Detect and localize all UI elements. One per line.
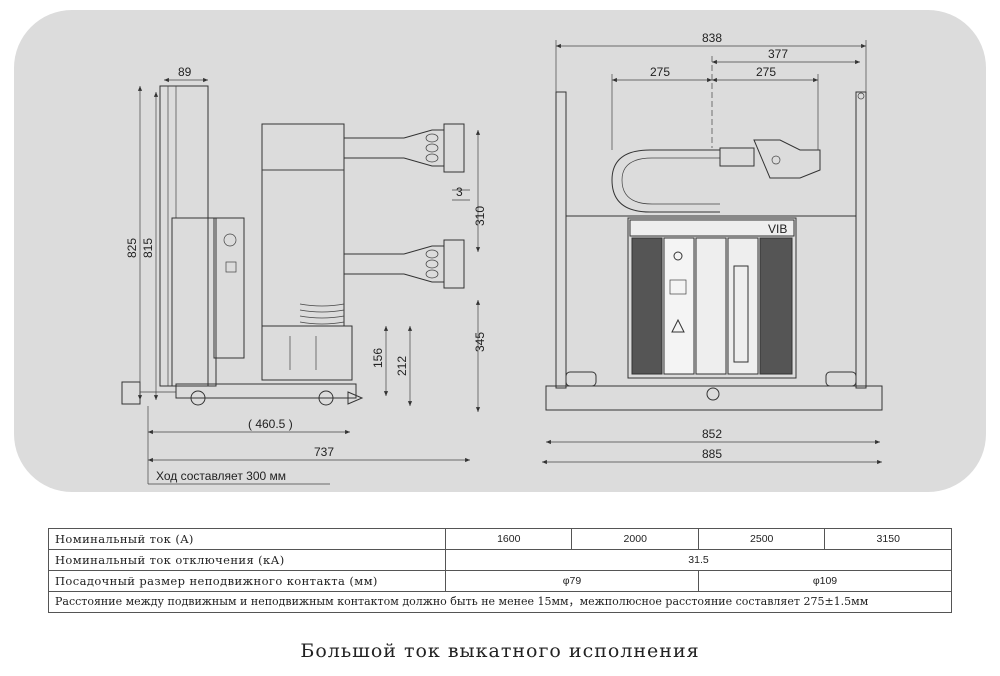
dim-737: 737 <box>314 445 334 459</box>
cell-value: φ79 <box>445 570 699 592</box>
dim-310: 310 <box>473 206 487 226</box>
cell-value: 1600 <box>444 528 573 550</box>
lower-contact-arm <box>344 239 465 289</box>
dim-212: 212 <box>395 356 409 376</box>
dim-377: 377 <box>768 47 788 61</box>
technical-drawing: 89 825 815 3 310 156 212 345 ( 460.5 ) 7… <box>121 31 883 485</box>
dim-825: 825 <box>125 238 139 258</box>
mechanism-box <box>261 325 353 381</box>
dim-838: 838 <box>702 31 722 45</box>
dim-3: 3 <box>456 185 463 199</box>
wheel-front <box>190 390 206 406</box>
row-label: Посадочный размер неподвижного контакта … <box>48 570 446 592</box>
cell-value: 2500 <box>697 528 826 550</box>
row-label: Номинальный ток отключения (кА) <box>48 549 446 571</box>
dim-815: 815 <box>141 238 155 258</box>
front-panel <box>159 85 209 387</box>
dim-275-right: 275 <box>756 65 776 79</box>
stroke-note: Ход составляет 300 мм <box>156 469 286 483</box>
truck-base <box>545 385 883 411</box>
wheel-rear <box>318 390 334 406</box>
specifications-table: Номинальный ток (A) 1600 2000 2500 3150 … <box>48 528 953 613</box>
table-row: Посадочный размер неподвижного контакта … <box>48 570 953 592</box>
upper-contact-arm <box>344 123 465 173</box>
row-label: Номинальный ток (A) <box>48 528 446 550</box>
dim-885: 885 <box>702 447 722 461</box>
pole-body <box>261 170 345 327</box>
cell-value: 2000 <box>571 528 699 550</box>
dim-852: 852 <box>702 427 722 441</box>
table-note: Расстояние между подвижным и неподвижным… <box>48 591 952 613</box>
racking-handle <box>121 381 141 405</box>
front-view: VIB <box>542 40 883 465</box>
cell-value: 31.5 <box>445 549 952 571</box>
side-view-dimensions: 89 825 815 3 310 156 212 345 ( 460.5 ) 7… <box>125 65 487 483</box>
dim-345: 345 <box>473 332 487 352</box>
dim-89: 89 <box>178 65 192 79</box>
table-row: Номинальный ток отключения (кА) 31.5 <box>48 549 952 571</box>
panel-label: VIB <box>768 222 787 236</box>
bellows <box>299 303 345 325</box>
cable-carrier <box>611 139 821 213</box>
upper-bushing-housing <box>261 123 345 171</box>
truck-chassis <box>175 383 357 399</box>
table-row: Номинальный ток (A) 1600 2000 2500 3150 <box>48 528 952 550</box>
side-view <box>121 77 481 485</box>
dim-460-5: ( 460.5 ) <box>248 417 293 431</box>
cell-value: 3150 <box>824 528 952 550</box>
dim-275-left: 275 <box>650 65 670 79</box>
table-row: Расстояние между подвижным и неподвижным… <box>48 591 952 613</box>
breaker-front <box>627 217 797 379</box>
dim-156: 156 <box>371 348 385 368</box>
front-view-dimensions: 838 377 275 275 852 885 <box>650 31 788 461</box>
cell-value: φ109 <box>697 570 953 592</box>
diagram-caption: Большой ток выкатного исполнения <box>300 640 700 662</box>
